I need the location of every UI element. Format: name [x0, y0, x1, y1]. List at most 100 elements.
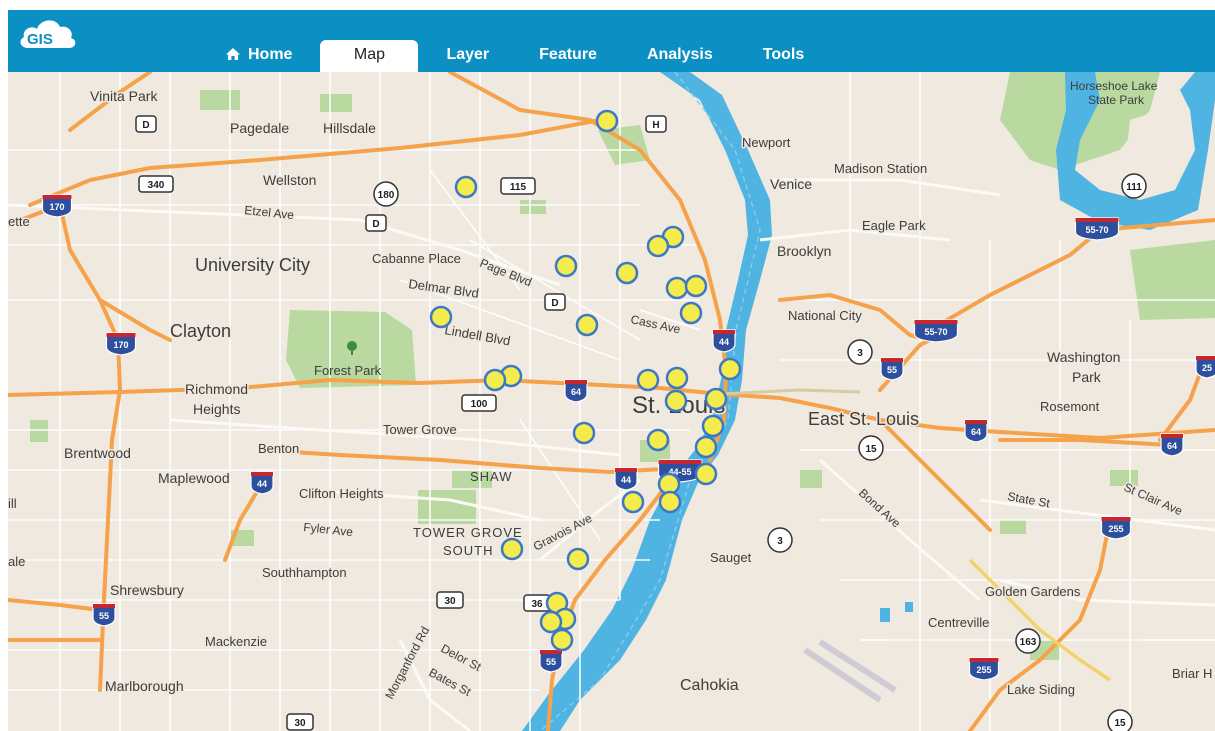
label-ill: ill	[8, 496, 17, 511]
tab-feature[interactable]: Feature	[517, 40, 619, 72]
label-vinita-park: Vinita Park	[90, 88, 158, 104]
tab-tools-label: Tools	[762, 46, 805, 63]
map-marker[interactable]	[636, 368, 660, 392]
label-sauget: Sauget	[710, 550, 752, 565]
interstate-shield-text: 44	[719, 337, 729, 347]
route-shield-text: 163	[1020, 637, 1037, 648]
interstate-shield-text: 255	[1108, 524, 1123, 534]
tree-icon	[347, 341, 357, 355]
route-shield-r163: 163	[1015, 628, 1041, 654]
map-marker[interactable]	[684, 274, 708, 298]
route-shield-text: 15	[1114, 718, 1126, 729]
route-shield-r3_2: 3	[767, 527, 793, 553]
tab-map[interactable]: Map	[320, 40, 419, 72]
label-university-city: University City	[195, 255, 310, 275]
map-marker[interactable]	[658, 490, 682, 514]
interstate-shield-text: 170	[49, 202, 64, 212]
map-marker[interactable]	[665, 276, 689, 300]
interstate-shield-text: 55-70	[1085, 225, 1108, 235]
interstate-shield-text: 55	[99, 611, 109, 621]
label-etzel-ave: Etzel Ave	[244, 203, 295, 222]
tab-analysis[interactable]: Analysis	[625, 40, 735, 72]
interstate-shield-i25_edge: 25	[1195, 355, 1215, 379]
map-marker[interactable]	[429, 305, 453, 329]
map-marker[interactable]	[595, 109, 619, 133]
map-marker[interactable]	[701, 414, 725, 438]
tab-map-label: Map	[353, 46, 386, 63]
map-marker[interactable]	[572, 421, 596, 445]
map-marker[interactable]	[550, 628, 574, 652]
map-marker[interactable]	[575, 313, 599, 337]
label-ale: ale	[8, 554, 25, 569]
route-shield-r30_2: 30	[286, 713, 314, 731]
tab-feature-label: Feature	[539, 46, 597, 63]
map-marker[interactable]	[483, 368, 507, 392]
map-marker[interactable]	[646, 428, 670, 452]
interstate-shield-text: 64	[1167, 441, 1177, 451]
rail-line	[719, 388, 861, 396]
tab-tools[interactable]: Tools	[741, 40, 826, 72]
map-marker[interactable]	[704, 387, 728, 411]
highways	[8, 72, 1215, 731]
interstate-shield-text: 64	[971, 427, 981, 437]
toll-road	[968, 558, 1111, 682]
map-marker[interactable]	[664, 389, 688, 413]
map-marker[interactable]	[500, 537, 524, 561]
interstate-shield-i44_3: 44	[250, 471, 274, 495]
tab-layer[interactable]: Layer	[424, 40, 511, 72]
tab-home[interactable]: Home	[203, 40, 314, 72]
interstate-shield-text: 25	[1202, 363, 1212, 373]
route-shield-text: 340	[148, 180, 165, 191]
gis-cloud-logo[interactable]: GIS	[18, 14, 82, 54]
route-shield-text: D	[551, 298, 558, 309]
route-shield-text: D	[372, 219, 379, 230]
label-fyler-ave: Fyler Ave	[303, 520, 354, 539]
label-madison-station: Madison Station	[834, 161, 927, 176]
route-shield-r115: 115	[500, 177, 536, 195]
route-shield-text: 30	[444, 596, 456, 607]
map-marker[interactable]	[454, 175, 478, 199]
route-shield-text: D	[142, 120, 149, 131]
interstate-shield-text: 44	[621, 475, 631, 485]
route-shield-r30_1: 30	[436, 591, 464, 609]
route-shield-d_1: D	[135, 115, 157, 133]
map-marker[interactable]	[694, 435, 718, 459]
route-shield-r3_1: 3	[847, 339, 873, 365]
interstate-shield-text: 64	[571, 387, 581, 397]
interstate-shields: 17017064646444444444-5555555555-7055-702…	[41, 194, 1215, 681]
map-marker[interactable]	[665, 366, 689, 390]
label-park: Park	[1072, 369, 1102, 385]
map-marker[interactable]	[679, 301, 703, 325]
route-shield-text: 36	[531, 599, 543, 610]
interstate-shield-i255_1: 255	[1100, 516, 1132, 540]
label-southhampton: Southhampton	[262, 565, 347, 580]
interstate-shield-i55_3: 55	[92, 603, 116, 627]
map-marker[interactable]	[615, 261, 639, 285]
route-shield-text: H	[652, 120, 659, 131]
airport	[803, 639, 897, 703]
map-marker[interactable]	[718, 357, 742, 381]
map-marker[interactable]	[566, 547, 590, 571]
label-tower-grove-south-1: TOWER GROVE	[413, 525, 523, 540]
interstate-shield-i44_2: 44	[614, 467, 638, 491]
marker-layer	[429, 109, 742, 652]
label-heights: Heights	[193, 401, 240, 417]
map-marker[interactable]	[646, 234, 670, 258]
map-marker[interactable]	[694, 462, 718, 486]
route-shield-r340: 340	[138, 175, 174, 193]
route-shield-text: 30	[294, 718, 306, 729]
tab-analysis-label: Analysis	[646, 46, 713, 63]
interstate-shield-i55_1: 55	[880, 357, 904, 381]
map-marker[interactable]	[621, 490, 645, 514]
interstate-shield-text: 170	[113, 340, 128, 350]
map-marker[interactable]	[539, 610, 563, 634]
label-mackenzie: Mackenzie	[205, 634, 267, 649]
map-marker[interactable]	[554, 254, 578, 278]
label-briar: Briar H	[1172, 666, 1212, 681]
route-shield-text: 100	[471, 399, 488, 410]
label-clifton-heights: Clifton Heights	[299, 486, 384, 501]
label-richmond: Richmond	[185, 381, 248, 397]
label-horseshoe-lake-2: State Park	[1088, 93, 1145, 107]
